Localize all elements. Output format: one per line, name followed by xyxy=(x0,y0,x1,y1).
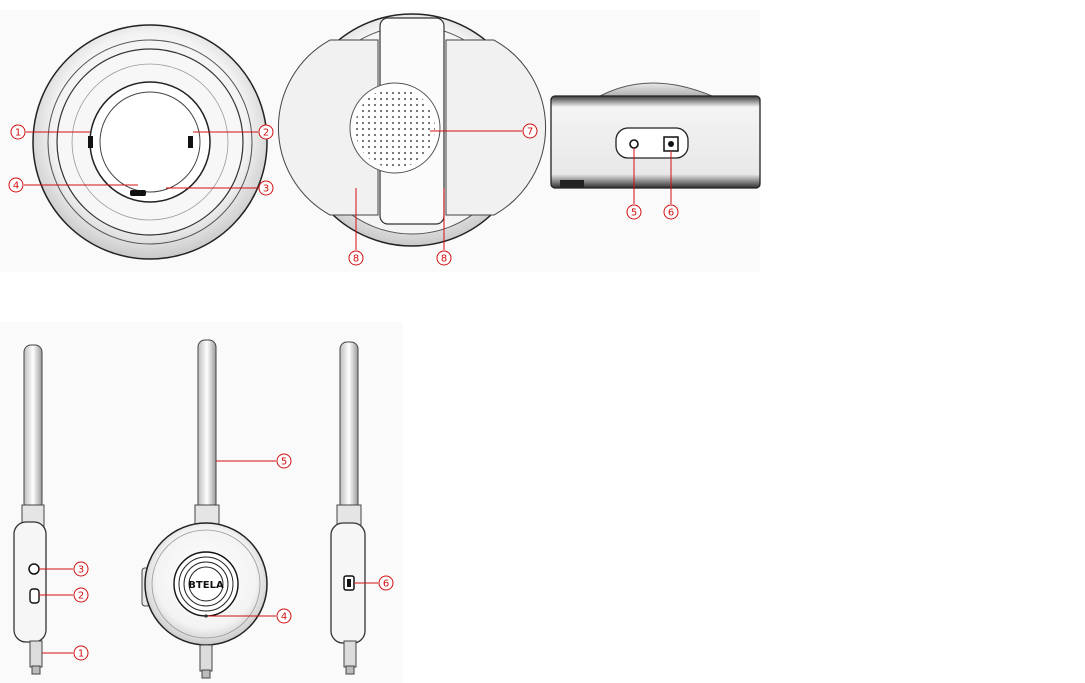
unit-side-view xyxy=(551,83,760,188)
svg-text:7: 7 xyxy=(527,127,533,138)
svg-text:2: 2 xyxy=(78,591,84,602)
side-switch xyxy=(30,589,39,603)
unit-front-view xyxy=(33,25,267,259)
side-button xyxy=(29,564,39,574)
svg-text:6: 6 xyxy=(383,579,389,590)
svg-text:4: 4 xyxy=(13,181,19,192)
svg-text:1: 1 xyxy=(78,649,84,660)
svg-text:8: 8 xyxy=(441,254,447,265)
svg-text:8: 8 xyxy=(353,254,359,265)
brand-logo: BTELA xyxy=(188,580,224,591)
bottom-notch xyxy=(130,190,146,196)
svg-text:5: 5 xyxy=(281,457,287,468)
audio-jack xyxy=(630,140,638,148)
left-notch xyxy=(88,136,93,148)
svg-text:2: 2 xyxy=(263,128,269,139)
svg-text:6: 6 xyxy=(668,208,674,219)
right-notch xyxy=(188,136,193,148)
led-indicator xyxy=(204,614,207,617)
svg-text:5: 5 xyxy=(631,208,637,219)
svg-text:1: 1 xyxy=(15,128,21,139)
svg-text:4: 4 xyxy=(281,612,287,623)
svg-text:3: 3 xyxy=(78,565,84,576)
svg-text:3: 3 xyxy=(263,184,269,195)
